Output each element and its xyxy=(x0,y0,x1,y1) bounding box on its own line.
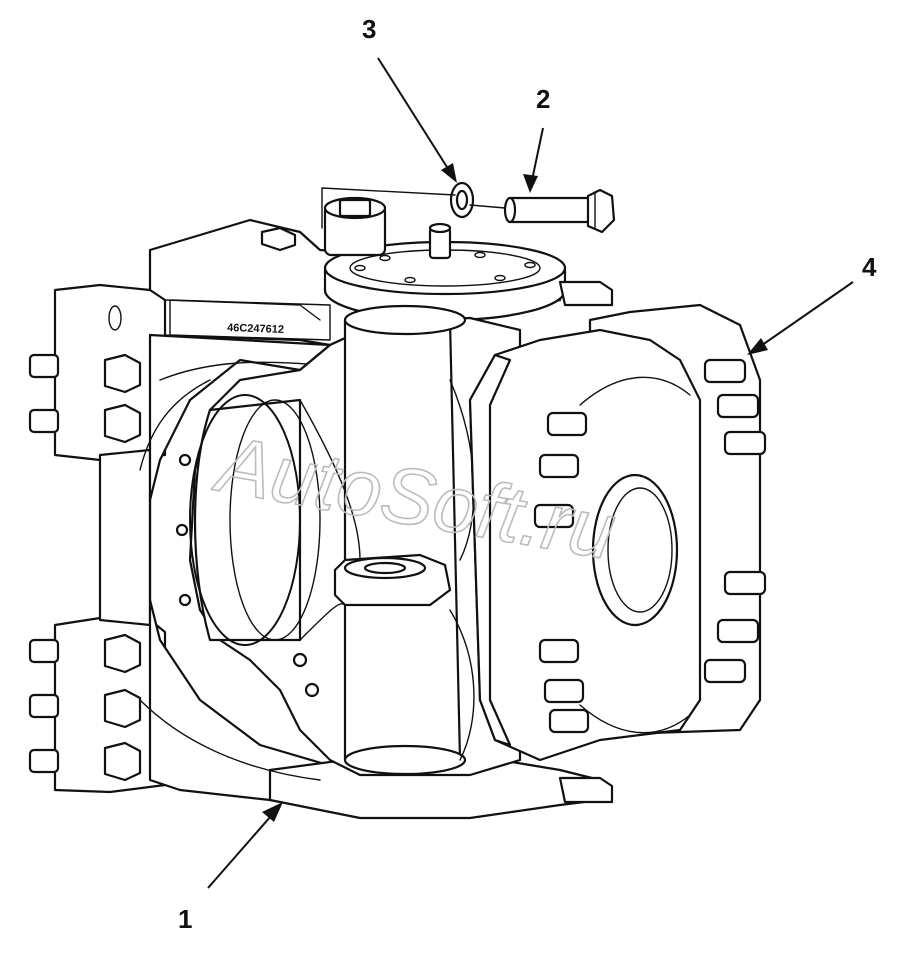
washer-part-3 xyxy=(449,181,475,219)
hub-flange xyxy=(468,303,767,804)
flange-bolts xyxy=(28,305,142,782)
callout-leaders xyxy=(207,57,854,889)
callout-4: 4 xyxy=(862,252,877,282)
callout-3: 3 xyxy=(362,14,376,44)
bolt-part-2 xyxy=(503,188,616,234)
knuckle-body xyxy=(175,304,522,777)
callout-2: 2 xyxy=(536,84,550,114)
part-stamp: 46C247612 xyxy=(227,322,284,336)
callout-1: 1 xyxy=(178,904,192,934)
hub-studs xyxy=(533,358,767,734)
